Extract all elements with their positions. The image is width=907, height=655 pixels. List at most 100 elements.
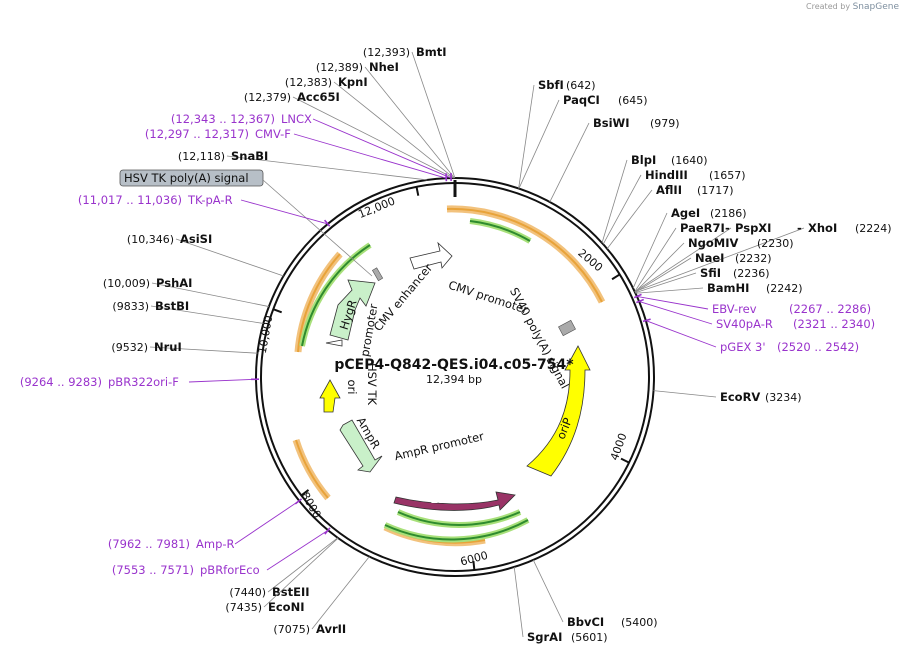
tick-mark [300,489,310,497]
enzyme-name-naei: NaeI [695,251,724,265]
enzyme-name-bsteii: BstEII [272,585,310,599]
enzyme-pos-nrui: (9532) [111,341,148,354]
enzyme-pos-blpi: (1640) [671,154,708,167]
ori-label: ori [345,380,359,395]
enzyme-name-bamhi: BamHI [707,281,749,295]
enzyme-pos-bsteii: (7440) [229,586,266,599]
enzyme-leader-bbvci [532,559,564,623]
enzyme-leader-bmti [411,51,456,179]
enzyme-name-agei: AgeI [671,206,700,220]
primer-site-amp-r [294,498,303,505]
enzyme-name-ecorv: EcoRV [720,390,760,404]
primer-name-amp-r: Amp-R [196,537,235,551]
tick-mark [472,560,476,571]
orf-arc-bottom-left-orange-core [295,439,329,499]
primer-name-lncx: LNCX [281,112,312,126]
orf-arc-bottom-left-orange [292,438,331,501]
ampr-promoter-label: AmpR promoter [393,429,485,463]
enzyme-leader-sfii [635,272,697,294]
enzyme-name-blpi: BlpI [631,153,656,167]
tick-mark [272,308,283,314]
enzyme-pos-ngomiv: (2230) [757,237,794,250]
enzyme-pos-ecorv: (3234) [765,391,802,404]
enzyme-leader-xhoi [634,227,805,293]
enzyme-leader-bsiwi [549,122,590,203]
backbone-outer-ring [255,177,655,577]
primer-range-tk-pa-r: (11,017 .. 11,036) [78,193,182,207]
enzyme-pos-sfii: (2236) [733,267,770,280]
ebna1-label: EBNA1 [430,492,473,506]
sv40-label: SV40 poly(A) signal [507,285,572,391]
hsv-tk-callout: HSV TK poly(A) signal [119,169,373,277]
tick-mark [415,186,420,196]
enzyme-name-paer7i: PaeR7I [680,221,725,235]
orf-arc-bottom-green-1-core [397,511,521,526]
enzyme-name-nrui: NruI [154,340,182,354]
plasmid-name: pCEP4-Q842-QES.i04.c05-754* [334,357,574,373]
enzyme-pos-agei: (2186) [710,207,747,220]
enzyme-name-econi: EcoNI [268,600,304,614]
enzyme-leader-ecorv [653,390,717,398]
primer-name-tk-pa-r: TK-pA-R [187,193,233,207]
primer-leader-pgex-3 [645,320,717,348]
enzyme-pos-bbvci: (5400) [621,616,658,629]
enzyme-separator: - [797,221,802,235]
tick-mark [620,457,630,464]
enzyme-leader-sgrai [513,566,524,638]
primer-range-cmv-f: (12,297 .. 12,317) [145,127,249,141]
orf-arc-left-orange-core [297,253,341,353]
enzyme-leader-pshai [151,282,269,307]
enzyme-name-ngomiv: NgoMIV [688,236,738,250]
primer-site-tk-pa-r [323,219,331,227]
ebna1-arrow [393,491,516,511]
enzyme-pos-sgrai: (5601) [571,631,608,644]
enzyme-pos-bsiwi: (979) [650,117,680,130]
orf-arc-left-green-core [301,244,371,347]
tick-mark [611,273,621,281]
enzyme-name-bmti: BmtI [416,45,447,59]
enzyme-leader-hindiii [602,174,642,245]
hsv-tk-label: HSV TK [365,363,379,405]
enzyme-pos-hindiii: (1657) [709,169,746,182]
primer-leader-pbrforeco [266,529,329,571]
plasmid-length: 12,394 bp [426,373,482,386]
enzyme-name-sfii: SfiI [700,266,721,280]
enzyme-leader-econi [263,537,339,608]
enzyme-name-asisi: AsiSI [180,232,212,246]
primer-name-sv40pa-r: SV40pA-R [716,317,773,331]
enzyme-leader-naei [634,257,692,293]
enzyme-name-bbvci: BbvCI [567,615,604,629]
orf-arc-top-right-green-core [469,220,531,242]
credit-prefix: Created by [806,2,851,11]
primer-site-sv40pa-r [636,298,645,304]
enzyme-separator: - [725,221,730,235]
enzyme-name-bsiwi: BsiWI [593,116,630,130]
enzyme-leader-ngomiv [634,242,685,293]
ori-arrow [319,379,341,413]
enzyme-pos-acc65i: (12,379) [244,91,291,104]
enzyme-name-xhoi: XhoI [808,221,837,235]
enzyme-leader-nhei [364,66,455,179]
enzyme-pos-pshai: (10,009) [103,277,150,290]
enzyme-pos-xhoi: (2224) [855,222,892,235]
primer-range-pbrforeco: (7553 .. 7571) [112,563,194,577]
enzyme-labels: BmtI(12,393)NheI(12,389)KpnI(12,383)Acc6… [103,45,892,644]
enzyme-name-sbfi: SbfI [538,78,564,92]
primer-name-pbr322ori-f: pBR322ori-F [108,375,179,389]
enzyme-leader-bsteii [267,537,338,593]
enzyme-name-sgrai: SgrAI [527,630,562,644]
enzyme-pos-asisi: (10,346) [127,233,174,246]
primer-name-pgex-3: pGEX 3' [720,340,766,354]
enzyme-leader-asisi [175,238,284,277]
primer-leader-tk-pa-r [240,199,328,225]
enzyme-leader-agei [632,212,668,289]
primer-range-pbr322ori-f: (9264 .. 9283) [20,375,102,389]
enzyme-leader-kpni [333,81,455,179]
primer-name-pbrforeco: pBRforEco [200,563,260,577]
primer-range-amp-r: (7962 .. 7981) [108,537,190,551]
enzyme-pos-aflii: (1717) [697,184,734,197]
enzyme-name-snabi: SnaBI [231,149,268,163]
enzyme-pos-nhei: (12,389) [316,61,363,74]
primer-site-pgex-3 [642,318,651,323]
